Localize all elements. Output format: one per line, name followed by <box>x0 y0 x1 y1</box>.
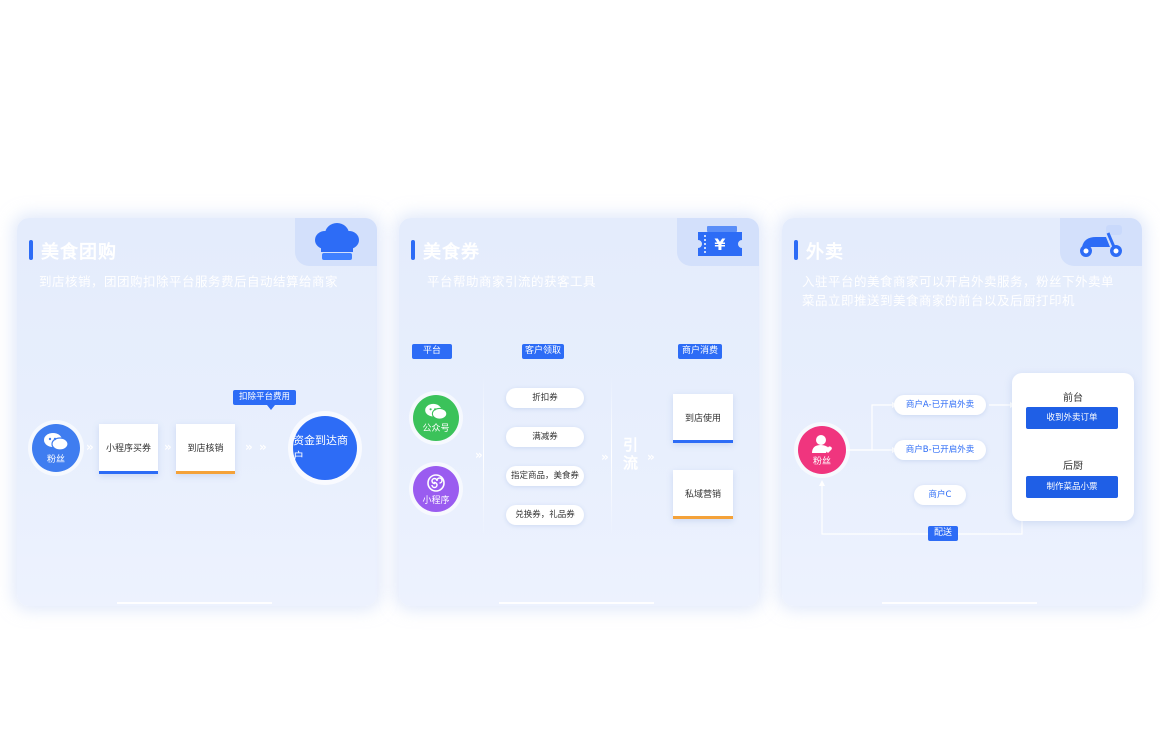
arrow-chevron: » <box>164 440 172 454</box>
arrow-chevron: » <box>475 448 483 462</box>
mini-program-icon <box>427 473 445 492</box>
card-bottom-line <box>499 602 654 604</box>
fan-node: 粉丝 <box>32 424 80 472</box>
card-food-coupon: ¥ 美食券 平台帮助商家引流的获客工具 平台 客户领取 商户消费 公众号 小程序… <box>399 218 759 606</box>
wechat-icon <box>44 432 69 451</box>
arrow-chevron: » <box>86 440 94 454</box>
card-group-buying: 美食团购 到店核销，团团购扣除平台服务费后自动结算给商家 粉丝 » 小程序买券 … <box>17 218 377 606</box>
merchant-c: 商户C <box>914 485 966 505</box>
coupon-exchange-gift: 兑换券，礼品券 <box>506 505 584 525</box>
card-corner: ¥ <box>677 218 759 266</box>
front-desk-title: 前台 <box>1063 393 1083 404</box>
kitchen-ticket-button: 制作菜品小票 <box>1026 476 1118 498</box>
channel-label: 小程序 <box>422 495 450 506</box>
delivery-tag: 配送 <box>928 526 958 541</box>
kitchen-title: 后厨 <box>1063 461 1083 472</box>
channel-label: 公众号 <box>422 423 450 434</box>
fan-node: 粉丝 <box>798 426 846 474</box>
column-divider <box>611 376 612 536</box>
funds-to-merchant-node: 资金到达商户 <box>293 416 357 480</box>
column-merchant-consume: 商户消费 <box>678 344 722 359</box>
title-accent-bar <box>794 240 798 260</box>
step-verify-in-store: 到店核销 <box>176 424 235 474</box>
card-title: 美食券 <box>423 242 480 263</box>
mini-program-node: 小程序 <box>413 466 459 512</box>
user-heart-icon <box>812 434 832 453</box>
chef-hat-icon <box>315 223 359 260</box>
coupon-full-reduction: 满减券 <box>506 427 584 447</box>
svg-text:¥: ¥ <box>714 235 725 254</box>
store-panel: 前台 收到外卖订单 后厨 制作菜品小票 <box>1012 373 1134 521</box>
title-accent-bar <box>29 240 33 260</box>
column-divider <box>483 376 484 536</box>
step-label: 小程序买券 <box>105 444 151 454</box>
card-takeaway: 外卖 入驻平台的美食商家可以开启外卖服务，粉丝下外卖单菜品立即推送到美食商家的前… <box>782 218 1142 606</box>
column-platform: 平台 <box>412 344 452 359</box>
tag-pointer <box>267 405 275 410</box>
column-customer-claim: 客户领取 <box>522 344 564 359</box>
flow-connectors <box>819 402 1023 535</box>
private-domain-marketing: 私域营销 <box>673 470 733 519</box>
card-corner <box>1060 218 1142 266</box>
card-bottom-line <box>882 602 1037 604</box>
arrow-chevron: » <box>601 450 609 464</box>
fee-tag: 扣除平台费用 <box>233 390 297 405</box>
coupon-discount: 折扣券 <box>506 388 584 408</box>
coupon-specified-goods: 指定商品，美食券 <box>506 466 584 486</box>
card-title: 外卖 <box>806 242 844 263</box>
card-description: 到店核销，团团购扣除平台服务费后自动结算给商家 <box>39 274 339 289</box>
merchant-b: 商户B-已开启外卖 <box>894 440 986 460</box>
arrow-chevron: » <box>245 440 253 454</box>
use-label: 到店使用 <box>684 413 721 424</box>
step-label: 到店核销 <box>187 444 224 454</box>
wechat-icon <box>425 403 448 420</box>
card-description: 入驻平台的美食商家可以开启外卖服务，粉丝下外卖单菜品立即推送到美食商家的前台以及… <box>802 274 1115 308</box>
use-label: 私域营销 <box>684 489 721 500</box>
card-title: 美食团购 <box>41 242 117 263</box>
flow-label: 引流 <box>623 436 639 472</box>
arrow-chevron: » <box>647 450 655 464</box>
title-accent-bar <box>411 240 415 260</box>
front-desk-order-button: 收到外卖订单 <box>1026 407 1118 429</box>
merchant-a: 商户A-已开启外卖 <box>894 395 986 415</box>
use-in-store: 到店使用 <box>673 394 733 443</box>
card-description: 平台帮助商家引流的获客工具 <box>427 274 597 289</box>
fan-label: 粉丝 <box>812 456 831 467</box>
official-account-node: 公众号 <box>413 395 459 441</box>
step-mini-program-buy: 小程序买券 <box>99 424 158 474</box>
card-corner <box>295 218 377 266</box>
fan-label: 粉丝 <box>46 454 65 465</box>
card-bottom-line <box>117 602 272 604</box>
arrow-chevron: » <box>259 440 267 454</box>
scooter-icon <box>1080 225 1122 257</box>
coupon-icon: ¥ <box>698 226 742 256</box>
result-label: 资金到达商户 <box>293 434 348 463</box>
